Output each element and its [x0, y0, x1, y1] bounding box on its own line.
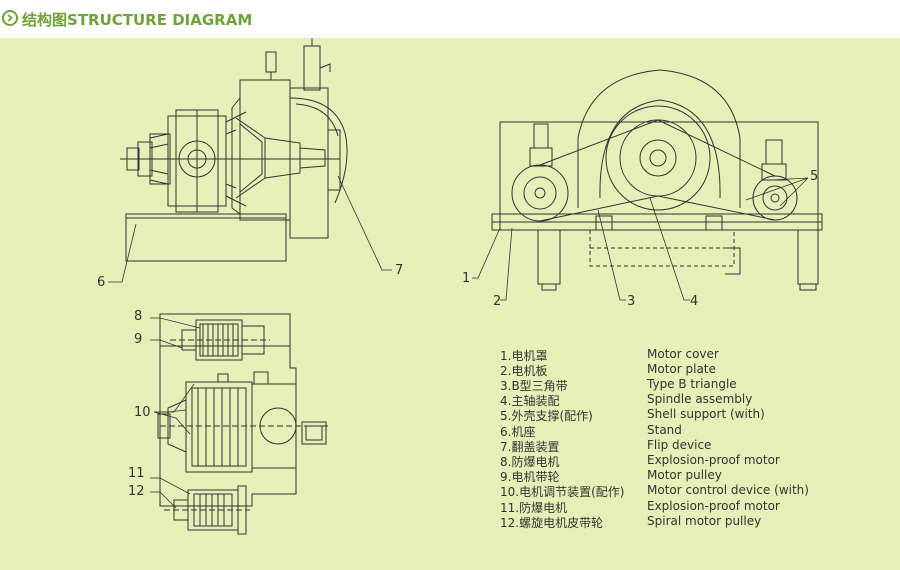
front-view-drawing [120, 38, 348, 262]
callout-1: 1 [462, 271, 471, 286]
structure-drawing [108, 38, 823, 535]
legend-en: Shell support (with) [647, 407, 765, 421]
legend-cn: 3.B型三角带 [500, 379, 568, 393]
callout-12: 12 [128, 484, 145, 499]
callout-5: 5 [810, 169, 819, 184]
callout-11: 11 [128, 466, 145, 481]
legend-cn: 2.电机板 [500, 364, 548, 378]
callout-4: 4 [690, 294, 699, 309]
section-title: 结构图STRUCTURE DIAGRAM [22, 11, 253, 29]
legend-cn: 10.电机调节装置(配作) [500, 485, 625, 499]
leader-lines [108, 175, 809, 509]
legend-en: Motor plate [647, 362, 716, 376]
legend-en: Type B triangle [647, 377, 737, 391]
diagram-panel: 6 7 1 2 3 4 5 8 9 10 11 12 1.电机罩 Motor co… [0, 38, 900, 570]
callout-2: 2 [493, 294, 502, 309]
callout-7: 7 [395, 263, 404, 278]
legend-cn: 7.翻盖装置 [500, 440, 560, 454]
legend-cn: 12.螺旋电机皮带轮 [500, 516, 604, 530]
legend-en: Motor pulley [647, 468, 722, 482]
legend-en: Spiral motor pulley [647, 514, 762, 528]
legend-en: Motor control device (with) [647, 483, 809, 497]
callout-8: 8 [134, 309, 143, 324]
legend-cn: 9.电机带轮 [500, 470, 560, 484]
callout-3: 3 [627, 294, 636, 309]
legend-en: Stand [647, 423, 682, 437]
plan-view-drawing [157, 313, 330, 535]
legend-cn: 4.主轴装配 [500, 394, 560, 408]
legend-en: Flip device [647, 438, 712, 452]
legend-en: Explosion-proof motor [647, 499, 780, 513]
section-header: 结构图STRUCTURE DIAGRAM [0, 0, 900, 38]
side-view-drawing [491, 69, 823, 291]
legend-en: Spindle assembly [647, 392, 753, 406]
legend-en: Explosion-proof motor [647, 453, 780, 467]
legend-cn: 6.机座 [500, 425, 536, 439]
chevron-right-circle-icon [2, 10, 18, 26]
callout-6: 6 [97, 275, 106, 290]
legend-cn: 1.电机罩 [500, 349, 548, 363]
legend-cn: 5.外壳支撑(配作) [500, 409, 593, 423]
legend-en: Motor cover [647, 347, 719, 361]
callout-9: 9 [134, 332, 143, 347]
legend-cn: 11.防爆电机 [500, 501, 568, 515]
legend-cn: 8.防爆电机 [500, 455, 560, 469]
callout-10: 10 [134, 405, 151, 420]
